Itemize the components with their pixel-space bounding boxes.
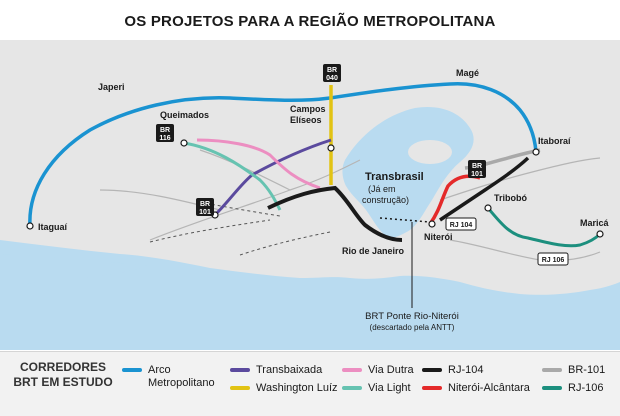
legend-heading-2: BRT EM ESTUDO xyxy=(13,375,113,389)
station-itaguai xyxy=(26,222,34,230)
legend-label-arco-2: Metropolitano xyxy=(148,377,215,389)
label-itaborai: Itaboraí xyxy=(538,136,571,146)
legend-swatch-viadutra xyxy=(342,368,362,372)
legend-item-arco: Arco Metropolitano xyxy=(122,364,222,394)
shield-rj104: RJ 104 xyxy=(445,217,477,231)
legend-item-vialight: Via Light xyxy=(342,382,422,396)
shield-br040-top: BR xyxy=(327,67,337,74)
legend-swatch-rj106 xyxy=(542,386,562,390)
shield-br101-east: BR 101 xyxy=(468,160,486,178)
island xyxy=(408,140,452,164)
legend-swatch-niteroi xyxy=(422,386,442,390)
shield-rj104-text: RJ 104 xyxy=(450,222,473,229)
station-itaborai xyxy=(532,148,540,156)
legend-label-rj104: RJ-104 xyxy=(448,364,484,376)
legend-label-arco: Arco Metropolitano xyxy=(148,364,215,390)
shield-rj106-text: RJ 106 xyxy=(542,257,565,264)
legend-label-arco-1: Arco xyxy=(148,364,171,376)
label-mage: Magé xyxy=(456,68,479,78)
legend-item-viadutra: Via Dutra xyxy=(342,364,422,378)
shield-br116-top: BR xyxy=(160,127,170,134)
legend-label-br101: BR-101 xyxy=(568,364,606,376)
shield-br101e-num: 101 xyxy=(471,171,483,178)
station-marica xyxy=(596,230,604,238)
rj-106-line xyxy=(486,207,602,248)
rj-104-line xyxy=(439,156,530,222)
label-rio: Rio de Janeiro xyxy=(342,246,405,256)
legend-label-viadutra: Via Dutra xyxy=(368,364,414,376)
station-queimados xyxy=(180,139,188,147)
label-brt-ponte: BRT Ponte Rio-Niterói xyxy=(365,311,459,322)
legend-label-niteroi: Niterói-Alcântara xyxy=(448,382,530,394)
arco-metropolitano-line xyxy=(28,82,538,228)
shield-br040-num: 040 xyxy=(326,75,338,82)
shield-br101-west: BR 101 xyxy=(196,198,214,216)
label-brt-ponte-note: (descartado pela ANTT) xyxy=(370,323,455,332)
legend-label-vialight: Via Light xyxy=(368,382,411,394)
shield-br101w-num: 101 xyxy=(199,209,211,216)
shield-br101e-top: BR xyxy=(472,163,482,170)
label-campos-1: Campos xyxy=(290,104,326,114)
ocean xyxy=(0,240,620,350)
label-itaguai: Itaguaí xyxy=(38,222,68,232)
shield-br101w-top: BR xyxy=(200,201,210,208)
metro-map: BR 040 BR 116 BR 101 BR 101 RJ 104 RJ 10… xyxy=(0,40,620,350)
sepetiba-bay xyxy=(0,254,150,284)
shield-br116: BR 116 xyxy=(156,124,174,142)
legend-swatch-vialight xyxy=(342,386,362,390)
label-transbrasil-note-1: (Já em xyxy=(368,184,396,194)
label-marica: Maricá xyxy=(580,218,610,228)
station-campos-eliseos xyxy=(327,144,335,152)
legend-label-washington: Washington Luíz xyxy=(256,382,338,394)
legend-label-transbaixada: Transbaixada xyxy=(256,364,323,376)
via-light-line xyxy=(183,141,282,211)
legend-item-rj104: RJ-104 xyxy=(422,364,532,378)
guanabara-bay xyxy=(342,106,474,238)
legend-item-niteroi-alcantara: Niterói-Alcântara xyxy=(422,382,532,396)
legend-item-washington: Washington Luíz xyxy=(230,382,340,396)
via-dutra-line xyxy=(196,138,321,190)
label-campos-2: Elíseos xyxy=(290,115,322,125)
station-niteroi xyxy=(428,220,436,228)
label-japeri: Japeri xyxy=(98,82,125,92)
brt-ponte-line xyxy=(379,217,431,223)
legend: CORREDORES BRT EM ESTUDO Arco Metropolit… xyxy=(0,351,620,416)
legend-swatch-br101 xyxy=(542,368,562,372)
label-queimados: Queimados xyxy=(160,110,209,120)
label-transbrasil: Transbrasil xyxy=(365,171,424,183)
legend-swatch-arco xyxy=(122,368,142,372)
legend-item-rj106: RJ-106 xyxy=(542,382,612,396)
map-title: OS PROJETOS PARA A REGIÃO METROPOLITANA xyxy=(124,13,496,30)
legend-swatch-rj104 xyxy=(422,368,442,372)
station-tribobo xyxy=(484,204,492,212)
legend-swatch-washington xyxy=(230,386,250,390)
shield-br040: BR 040 xyxy=(323,64,341,82)
legend-swatch-transbaixada xyxy=(230,368,250,372)
legend-item-br101: BR-101 xyxy=(542,364,612,378)
shield-br116-num: 116 xyxy=(159,135,170,142)
transbrasil-line xyxy=(267,185,403,242)
label-transbrasil-note-2: construção) xyxy=(362,195,409,205)
legend-item-transbaixada: Transbaixada xyxy=(230,364,340,378)
legend-heading: CORREDORES BRT EM ESTUDO xyxy=(8,360,118,390)
label-tribobo: Tribobó xyxy=(494,193,527,203)
label-niteroi: Niterói xyxy=(424,232,453,242)
shield-rj106: RJ 106 xyxy=(537,252,569,266)
legend-label-rj106: RJ-106 xyxy=(568,382,604,394)
legend-heading-1: CORREDORES xyxy=(19,360,106,374)
